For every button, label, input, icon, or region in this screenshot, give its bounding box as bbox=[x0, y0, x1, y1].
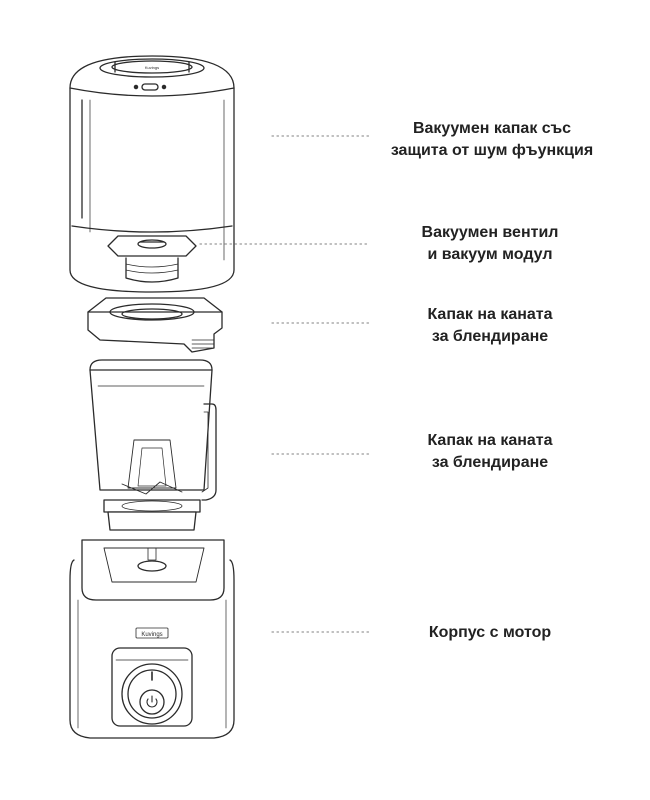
leader-lines bbox=[199, 135, 371, 633]
label-blending-jar: Капак на каната за блендиране bbox=[360, 430, 620, 474]
blending-jar-illustration bbox=[89, 359, 217, 531]
label-line: Корпус с мотор bbox=[428, 624, 552, 641]
label-line: защита от шум фъункция bbox=[390, 142, 594, 159]
label-line: и вакуум модул bbox=[427, 246, 553, 263]
vacuum-lid-illustration bbox=[69, 55, 235, 293]
label-line: за блендиране bbox=[431, 328, 549, 345]
label-line: Вакуумен вентил bbox=[421, 224, 559, 241]
label-jar-lid: Капак на каната за блендиране bbox=[360, 304, 620, 348]
label-line: Капак на каната bbox=[427, 306, 553, 323]
label-line: Вакуумен капак със bbox=[412, 120, 572, 137]
label-motor-base: Корпус с мотор bbox=[360, 622, 620, 644]
brand-logo: Kuvings bbox=[141, 632, 162, 638]
jar-lid-illustration bbox=[87, 297, 223, 353]
label-line: Капак на каната bbox=[427, 432, 553, 449]
vacuum-valve-illustration bbox=[107, 235, 197, 283]
label-vacuum-lid: Вакуумен капак със защита от шум фъункци… bbox=[362, 118, 622, 162]
motor-base-illustration bbox=[69, 539, 235, 739]
power-icon bbox=[146, 695, 158, 708]
brand-logo-lid: Kuvings bbox=[145, 65, 159, 70]
label-line: за блендиране bbox=[431, 454, 549, 471]
label-vacuum-valve: Вакуумен вентил и вакуум модул bbox=[360, 222, 620, 266]
